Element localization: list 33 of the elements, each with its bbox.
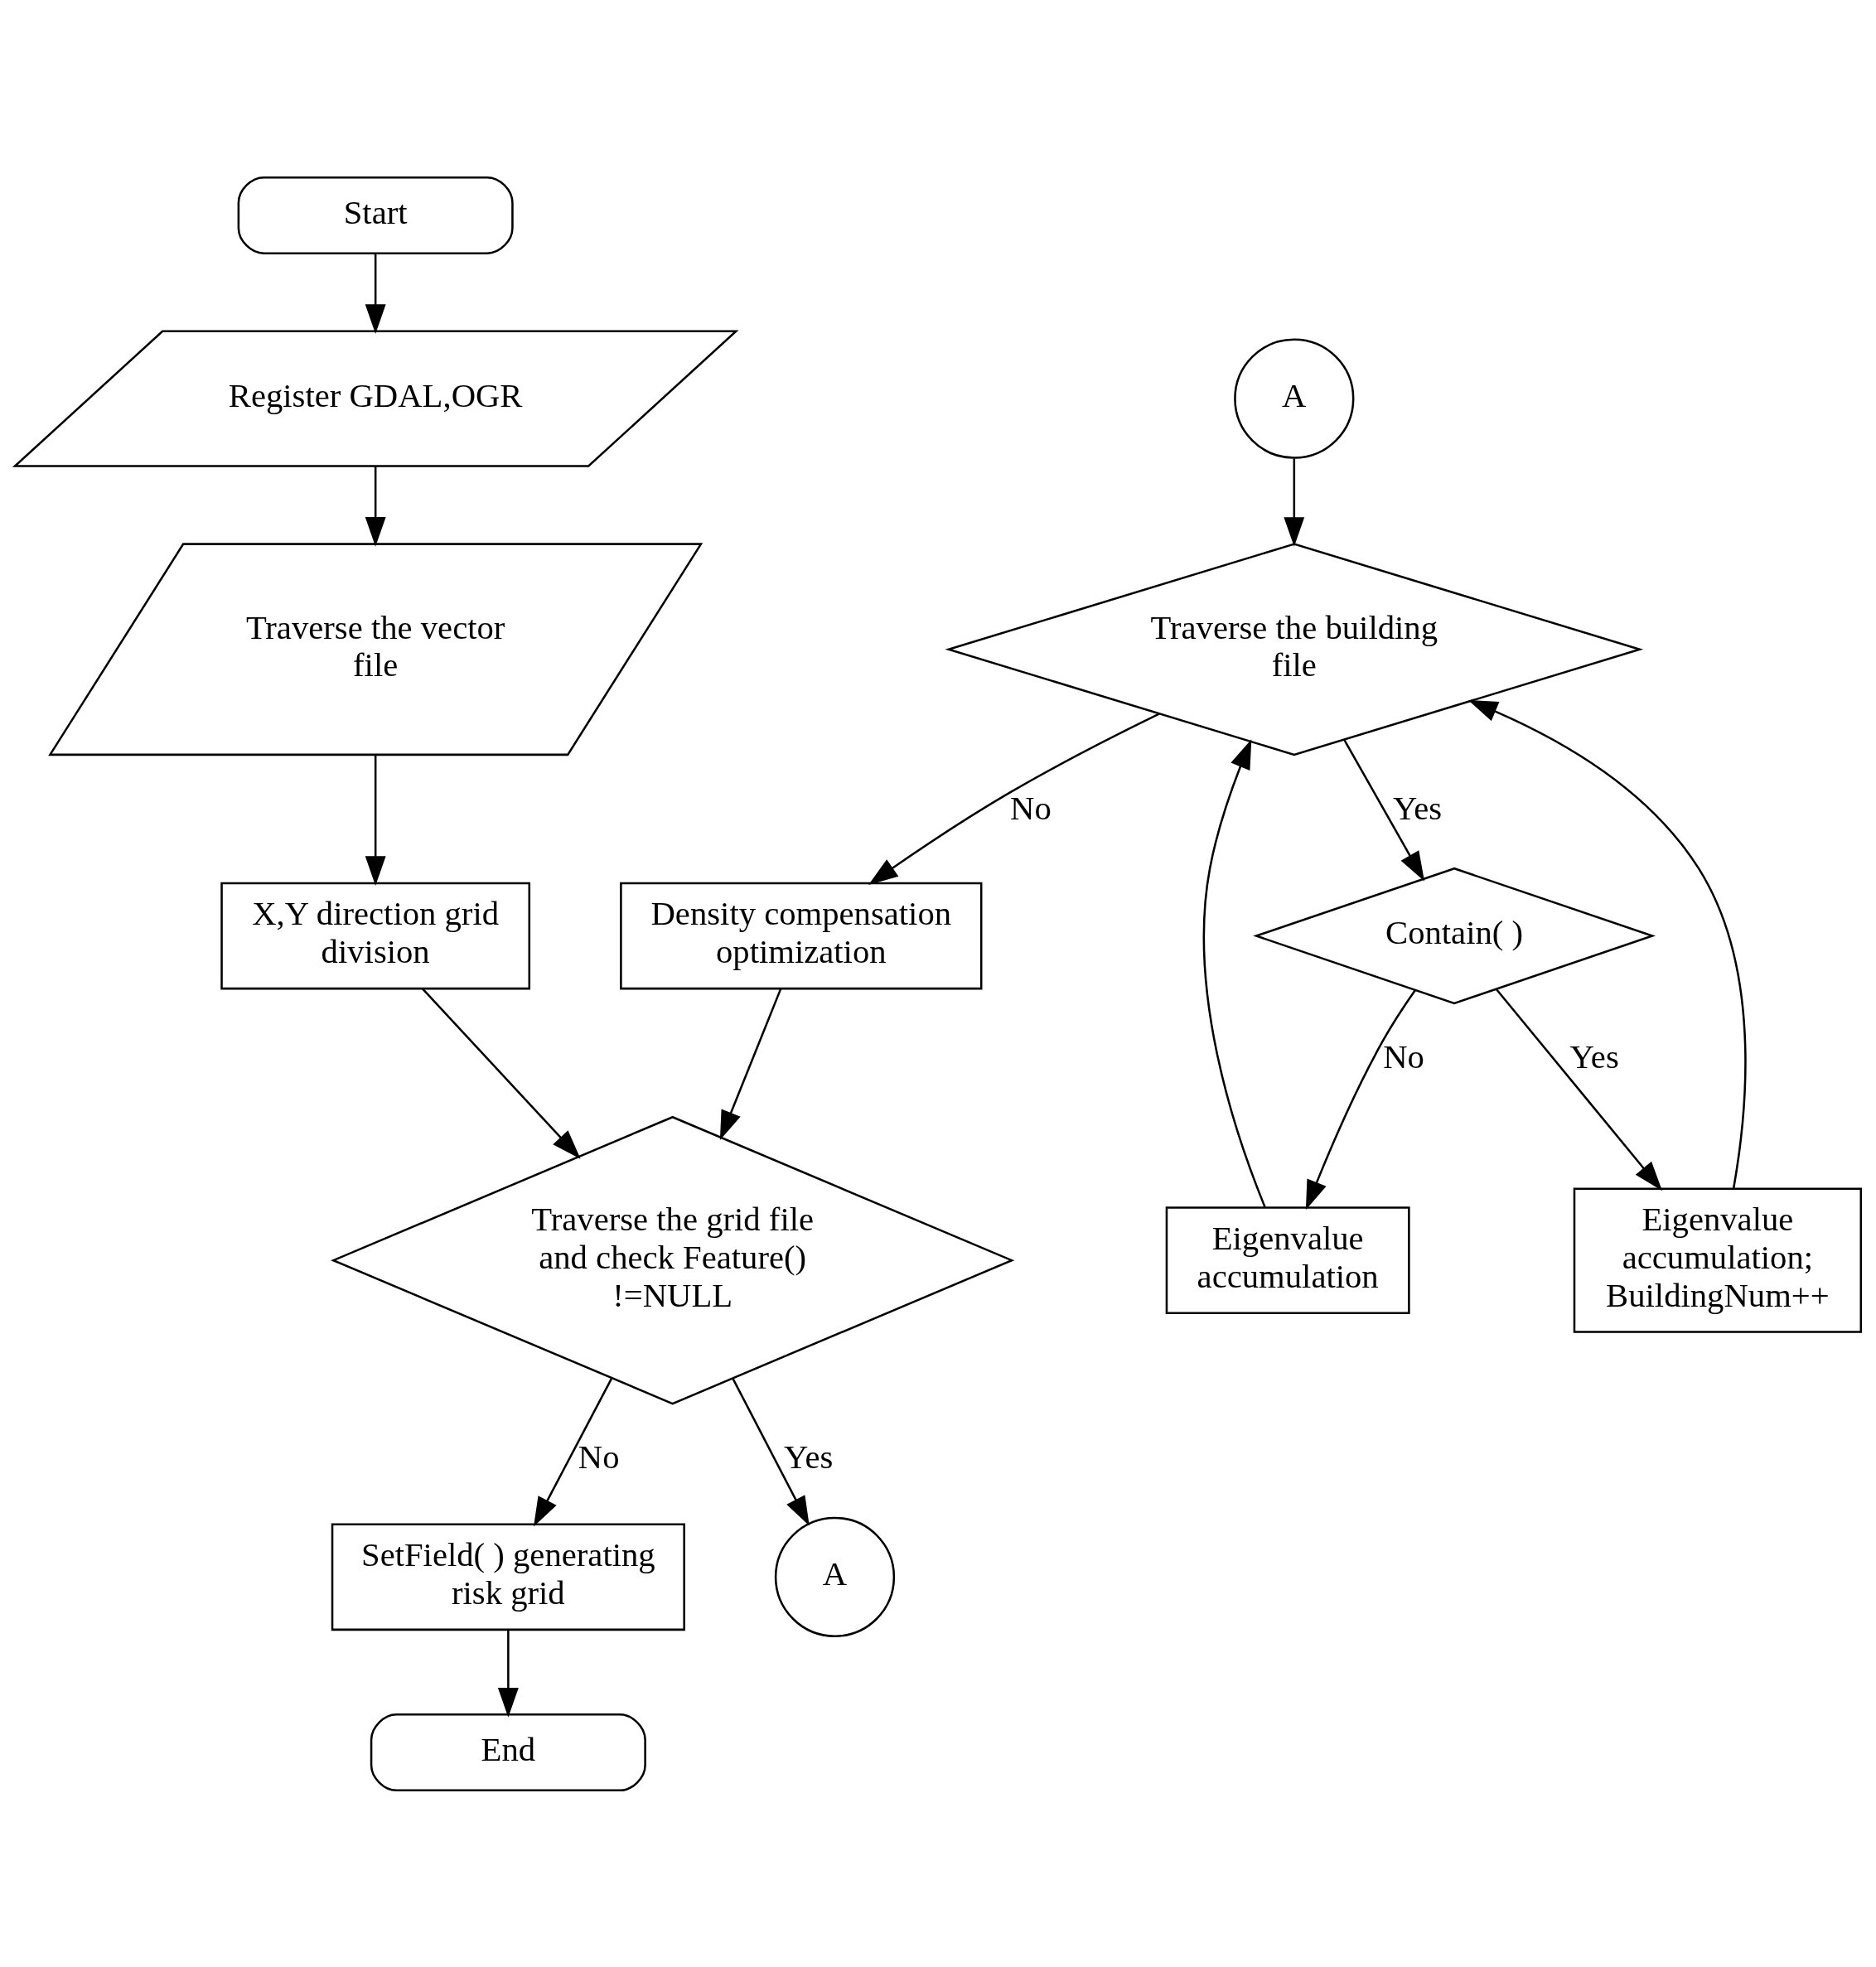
arrow: [868, 713, 1160, 885]
node-circle: A: [1234, 338, 1355, 459]
edge-label: Yes: [1569, 1037, 1619, 1075]
arrow: [1202, 738, 1266, 1208]
arrow: [1305, 989, 1416, 1210]
arrow: [1496, 988, 1663, 1191]
node-box: Eigenvalue accumulation; BuildingNum++: [1573, 1186, 1863, 1333]
node-box: End: [370, 1713, 646, 1791]
arrow: [365, 466, 386, 547]
node-diamond: Contain( ): [1253, 867, 1656, 1004]
arrow: [365, 253, 386, 334]
arrow: [365, 754, 386, 886]
node-circle: A: [774, 1516, 896, 1637]
arrow: [1284, 457, 1305, 547]
arrow: [422, 988, 581, 1159]
edge-label: Yes: [784, 1438, 834, 1476]
arrow: [1467, 699, 1747, 1188]
arrow: [497, 1630, 519, 1718]
edge-label: No: [1010, 789, 1052, 827]
arrow: [732, 1378, 810, 1526]
arrow: [719, 988, 782, 1140]
arrow: [533, 1378, 612, 1527]
node-box: Eigenvalue accumulation: [1165, 1206, 1410, 1314]
node-diamond: Traverse the grid file and check Feature() !=NULL: [331, 1115, 1015, 1404]
node-box: Start: [237, 176, 514, 254]
edge-label: No: [1383, 1037, 1424, 1075]
edge-label: No: [578, 1438, 620, 1476]
node-box: X,Y direction grid division: [220, 882, 531, 989]
node-diamond: Traverse the building file: [945, 542, 1644, 756]
node-box: Density compensation optimization: [620, 882, 983, 989]
edge-label: Yes: [1392, 789, 1443, 827]
arrow: [1343, 739, 1425, 881]
node-box: SetField( ) generating risk grid: [331, 1522, 685, 1631]
